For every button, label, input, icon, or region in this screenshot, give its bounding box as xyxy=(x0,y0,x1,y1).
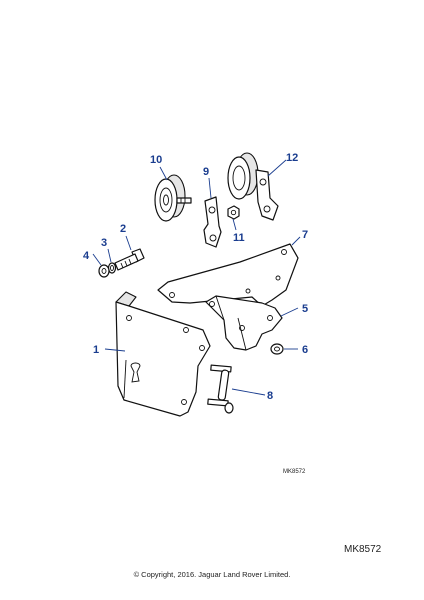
copyright-notice: © Copyright, 2016. Jaguar Land Rover Lim… xyxy=(133,570,291,579)
nut-part-6 xyxy=(270,343,284,355)
callout-11: 11 xyxy=(233,232,245,244)
leader-4 xyxy=(92,253,102,266)
pulley-bracket-part-9 xyxy=(203,196,222,248)
leader-11 xyxy=(232,218,237,231)
leader-1 xyxy=(104,348,126,352)
leader-5 xyxy=(280,307,299,317)
callouts: 1 2 3 4 5 6 7 8 9 10 11 12 xyxy=(83,152,308,402)
leader-8 xyxy=(231,388,266,396)
leader-lines xyxy=(92,159,301,396)
nut-part-11 xyxy=(227,205,240,220)
callout-9: 9 xyxy=(203,166,209,178)
bolt-part-2 xyxy=(114,248,145,271)
leader-2 xyxy=(125,235,132,251)
callout-6: 6 xyxy=(302,344,308,356)
leader-12 xyxy=(267,159,287,177)
leader-10 xyxy=(159,166,168,181)
callout-7: 7 xyxy=(302,229,308,241)
upper-mounting-plate-part-7 xyxy=(157,243,299,307)
main-bracket-plate-part-1 xyxy=(115,291,211,417)
callout-10: 10 xyxy=(150,154,162,166)
pulley-assembly-part-12 xyxy=(227,152,279,221)
diagram-reference-large: MK8572 xyxy=(344,544,382,555)
support-bracket-part-5 xyxy=(205,295,283,351)
callout-4: 4 xyxy=(83,250,90,262)
callout-8: 8 xyxy=(267,390,273,402)
leader-3 xyxy=(107,248,112,263)
stud-part-8 xyxy=(207,364,234,414)
callout-1: 1 xyxy=(93,344,99,356)
callout-2: 2 xyxy=(120,223,126,235)
leader-7 xyxy=(291,236,301,246)
callout-3: 3 xyxy=(101,237,107,249)
idler-pulley-part-10 xyxy=(154,174,192,222)
callout-12: 12 xyxy=(286,152,298,164)
flat-washer-part-4 xyxy=(98,264,110,278)
callout-5: 5 xyxy=(302,303,308,315)
diagram-reference-small: MK8572 xyxy=(283,469,306,475)
leader-9 xyxy=(208,177,212,199)
